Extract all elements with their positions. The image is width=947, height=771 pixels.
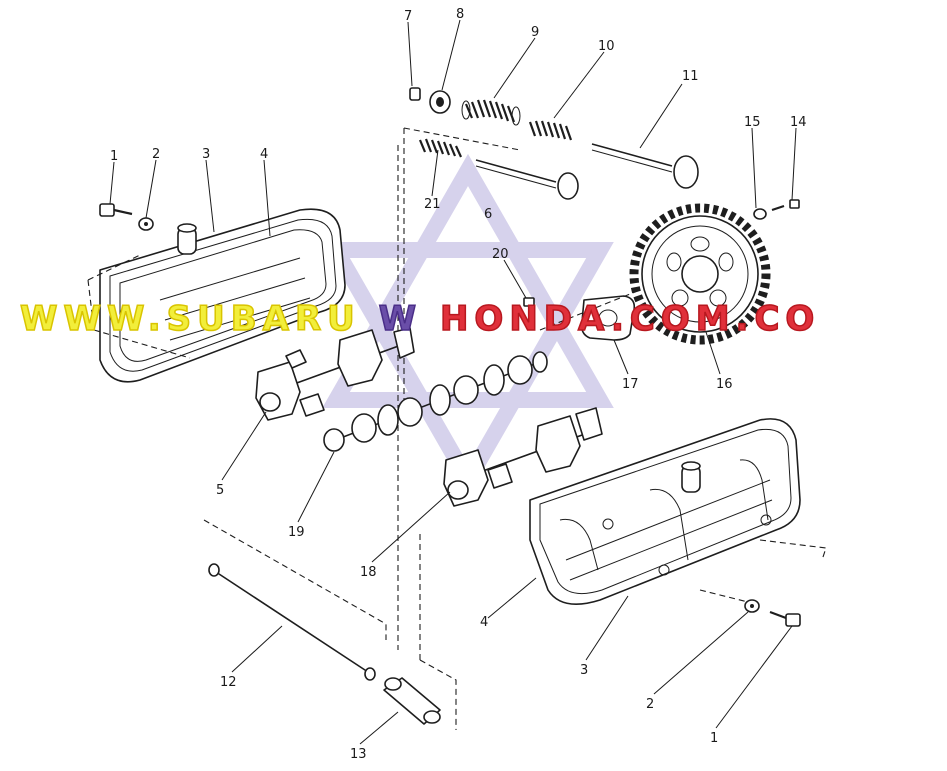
valve-cover-left	[99, 208, 346, 383]
assembly-line	[397, 145, 421, 660]
assembly-line	[539, 289, 641, 331]
small-bolt-right-icon	[771, 199, 800, 212]
svg-text:WWW.SUBARU W HONDA: WWW.SUBARU W HONDA.COM.CO	[20, 299, 820, 339]
watermark-part1: WWW.SUBARU	[20, 299, 361, 339]
rocker-arm-assembly-upper	[255, 327, 415, 421]
small-spring-icon	[418, 138, 463, 158]
callout-4: 4	[260, 147, 268, 162]
callout-6: 6	[484, 207, 492, 222]
callout-10: 10	[598, 39, 615, 54]
exhaust-valve-icon	[591, 143, 699, 189]
callout-2: 2	[152, 147, 160, 162]
bolt-left-icon	[99, 203, 133, 217]
bolt-right-icon	[769, 610, 801, 627]
watermark-part3: HONDA.COM.CO	[440, 299, 820, 339]
leader-lines	[109, 19, 797, 745]
assembly-line	[87, 254, 191, 359]
valve-cotter-icon	[409, 87, 421, 101]
camshaft-icon	[323, 351, 548, 452]
washer-right-icon	[744, 599, 760, 613]
callout-20: 20	[492, 247, 509, 262]
assembly-line	[403, 127, 521, 420]
tappet-icon	[383, 677, 441, 725]
timing-gear-icon	[629, 203, 771, 345]
callout-9: 9	[531, 25, 539, 40]
callout-2-right: 2	[646, 697, 654, 712]
callout-4-right: 4	[480, 615, 488, 630]
valve-cover-right	[529, 418, 801, 606]
callout-1-right: 1	[710, 731, 718, 746]
callout-11: 11	[682, 69, 699, 84]
callout-15: 15	[744, 115, 761, 130]
inner-valve-spring-icon	[528, 120, 573, 141]
callout-18: 18	[360, 565, 377, 580]
callout-21: 21	[424, 197, 441, 212]
outer-valve-spring-icon	[461, 99, 521, 126]
small-washer-right-icon	[753, 208, 767, 220]
callout-labels: 1 2 3 4 7 8 9 10 11 21 6 15 14 20 17 16 …	[110, 7, 807, 762]
washer-left-icon	[138, 217, 154, 231]
callout-12: 12	[220, 675, 237, 690]
callout-5: 5	[216, 483, 224, 498]
callout-1: 1	[110, 149, 118, 164]
callout-3-right: 3	[580, 663, 588, 678]
watermark-part2: W	[379, 299, 423, 339]
push-rod-icon	[208, 563, 376, 681]
gasket-plate-icon	[580, 295, 636, 341]
callout-7: 7	[404, 9, 412, 24]
callout-19: 19	[288, 525, 305, 540]
spring-retainer-icon	[429, 90, 451, 114]
callout-8: 8	[456, 7, 464, 22]
assembly-line	[419, 659, 457, 730]
callout-14: 14	[790, 115, 807, 130]
website-watermark: WWW.SUBARU W HONDA.COM.CO	[19, 298, 820, 340]
key-icon	[523, 297, 535, 307]
assembly-line	[203, 519, 387, 640]
callout-3: 3	[202, 147, 210, 162]
assembly-line	[699, 539, 827, 605]
callout-17: 17	[622, 377, 639, 392]
rocker-arm-assembly-lower	[443, 407, 603, 507]
callout-13: 13	[350, 747, 367, 762]
callout-16: 16	[716, 377, 733, 392]
intake-valve-icon	[475, 159, 579, 200]
